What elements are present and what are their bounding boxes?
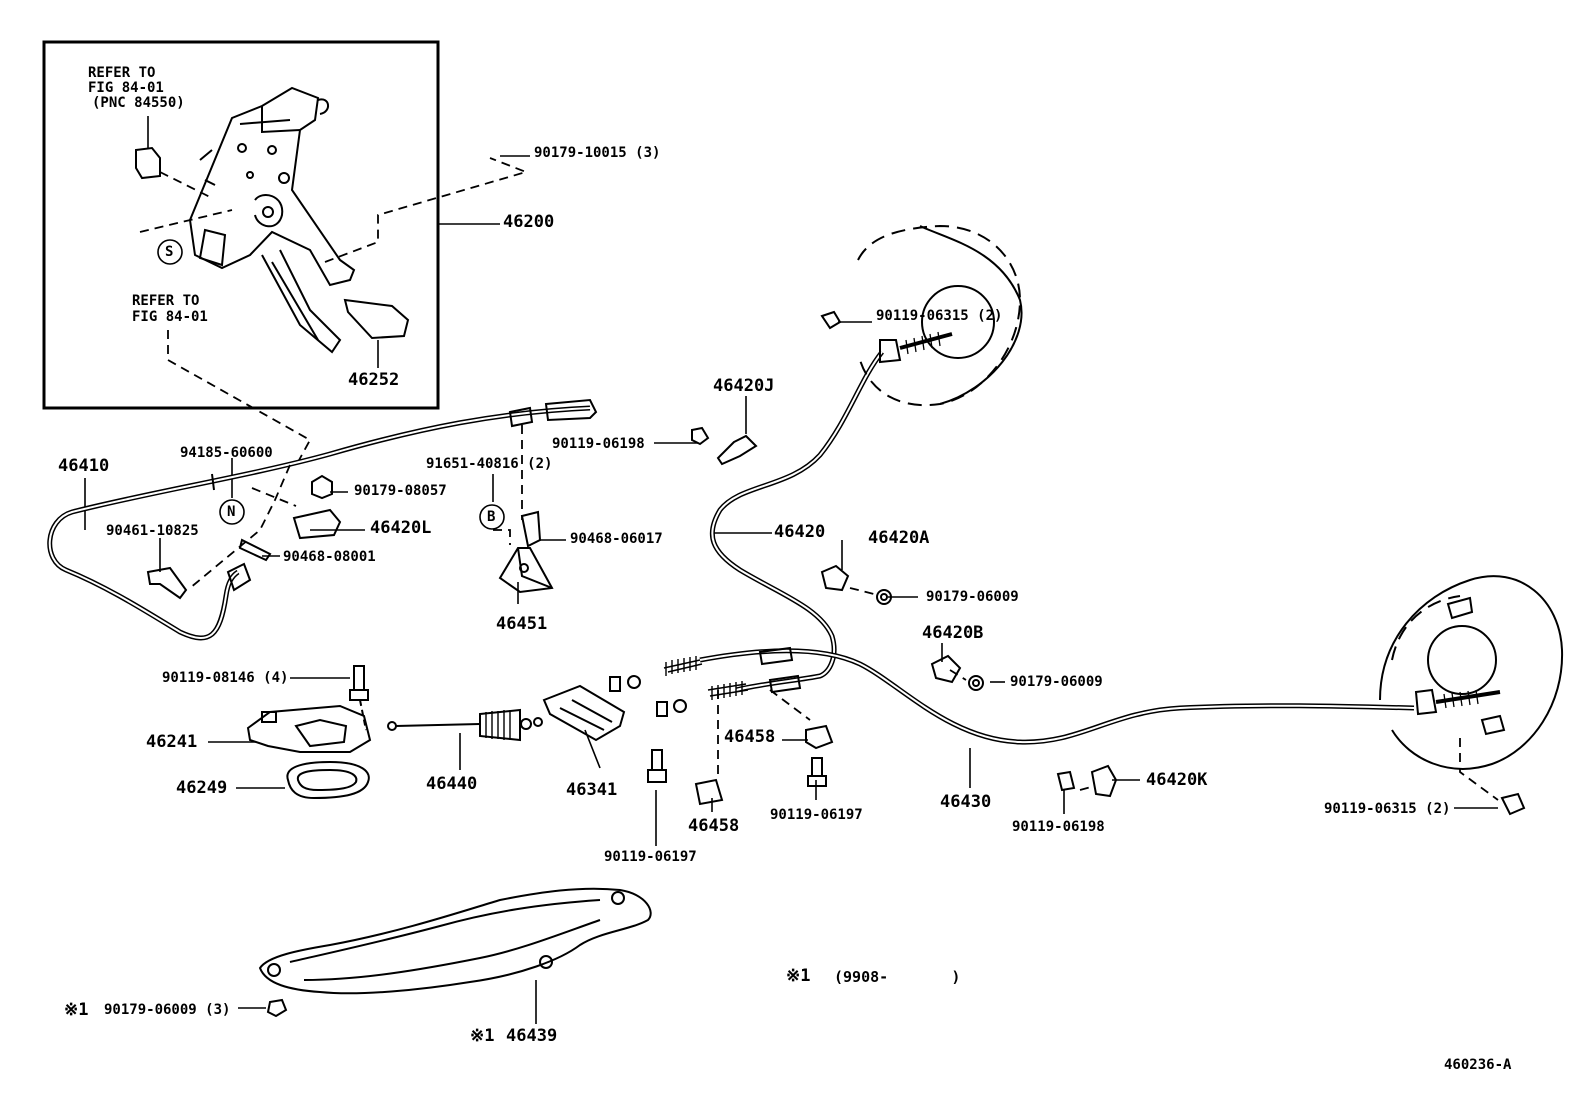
callout-circle-n bbox=[219, 499, 245, 525]
rear-cable bbox=[699, 648, 1415, 745]
part-90179-06009-a[interactable]: 90179-06009 bbox=[926, 589, 1019, 605]
part-46420L[interactable]: 46420L bbox=[370, 518, 432, 538]
part-90119-08146[interactable]: 90119-08146 (4) bbox=[162, 670, 289, 686]
clamp-46420B bbox=[930, 654, 962, 684]
part-90468-06017[interactable]: 90468-06017 bbox=[570, 531, 663, 547]
nut-08057 bbox=[311, 474, 333, 500]
clamp-46420K bbox=[1090, 764, 1118, 798]
backing-plate-lower bbox=[1379, 575, 1564, 770]
mark-1-legend: ※1 bbox=[786, 966, 811, 986]
figure-code: 460236-A bbox=[1444, 1057, 1512, 1073]
part-46241[interactable]: 46241 bbox=[146, 732, 198, 752]
callout-b: B bbox=[487, 509, 496, 525]
part-90119-06198-front[interactable]: 90119-06198 bbox=[552, 436, 645, 452]
protector-46439 bbox=[258, 887, 652, 995]
part-46439[interactable]: 46439 bbox=[506, 1026, 558, 1046]
backing-plate-upper bbox=[857, 224, 1023, 407]
part-46430[interactable]: 46430 bbox=[940, 792, 992, 812]
part-46200[interactable]: 46200 bbox=[503, 212, 555, 232]
clip-08001 bbox=[238, 538, 272, 562]
part-46458-lower[interactable]: 46458 bbox=[688, 816, 740, 836]
part-46458-upper[interactable]: 46458 bbox=[724, 727, 776, 747]
part-90179-06009-b[interactable]: 90179-06009 bbox=[1010, 674, 1103, 690]
callout-n: N bbox=[227, 504, 236, 520]
callout-s: S bbox=[165, 244, 174, 260]
cable-46440 bbox=[395, 723, 481, 727]
boot-46249 bbox=[286, 760, 370, 800]
bracket-46420L bbox=[292, 508, 342, 540]
bracket-46241 bbox=[246, 704, 372, 753]
part-90119-06315-lower[interactable]: 90119-06315 (2) bbox=[1324, 801, 1451, 817]
mark-1-protector: ※1 bbox=[470, 1026, 495, 1046]
clip-46420J bbox=[716, 434, 758, 466]
part-90119-06198-rear[interactable]: 90119-06198 bbox=[1012, 819, 1105, 835]
refer-note-top-1: REFER TO bbox=[88, 65, 156, 81]
part-46341[interactable]: 46341 bbox=[566, 780, 618, 800]
intermediate-cable bbox=[709, 350, 884, 693]
part-46420K[interactable]: 46420K bbox=[1146, 770, 1208, 790]
clip-46458-b bbox=[805, 724, 834, 750]
part-94185-60600[interactable]: 94185-60600 bbox=[180, 445, 273, 461]
lever-grip bbox=[343, 298, 410, 340]
part-90179-08057[interactable]: 90179-08057 bbox=[354, 483, 447, 499]
part-90119-06197-left[interactable]: 90119-06197 bbox=[604, 849, 697, 865]
legend-date-range: (9908- ) bbox=[834, 968, 961, 986]
part-46420B[interactable]: 46420B bbox=[922, 623, 984, 643]
callout-circle-s bbox=[157, 239, 183, 265]
refer-note-top-3: (PNC 84550) bbox=[92, 95, 185, 111]
part-90461-10825[interactable]: 90461-10825 bbox=[106, 523, 199, 539]
grommet-10825 bbox=[146, 566, 188, 600]
clip-06017 bbox=[520, 510, 542, 548]
guide-plate-46341 bbox=[542, 684, 626, 742]
refer-note-bottom-2: FIG 84-01 bbox=[132, 309, 208, 325]
part-46252[interactable]: 46252 bbox=[348, 370, 400, 390]
bolts-06197 bbox=[647, 749, 827, 787]
part-90179-06009-c[interactable]: 90179-06009 (3) bbox=[104, 1002, 231, 1018]
inset-frame bbox=[42, 40, 440, 410]
refer-note-top-2: FIG 84-01 bbox=[88, 80, 164, 96]
part-46420A[interactable]: 46420A bbox=[868, 528, 930, 548]
refer-note-bottom-1: REFER TO bbox=[132, 293, 200, 309]
switch-part bbox=[135, 146, 161, 180]
part-90179-10015[interactable]: 90179-10015 (3) bbox=[534, 145, 661, 161]
mark-1-nut: ※1 bbox=[64, 1000, 89, 1020]
clamp-46420A bbox=[820, 564, 850, 592]
bracket-46451 bbox=[498, 547, 554, 594]
part-46440[interactable]: 46440 bbox=[426, 774, 478, 794]
part-46420J[interactable]: 46420J bbox=[713, 376, 775, 396]
part-90119-06315-upper[interactable]: 90119-06315 (2) bbox=[876, 308, 1003, 324]
part-90468-08001[interactable]: 90468-08001 bbox=[283, 549, 376, 565]
part-90119-06197-right[interactable]: 90119-06197 bbox=[770, 807, 863, 823]
part-46451[interactable]: 46451 bbox=[496, 614, 548, 634]
brake-lever-assembly bbox=[188, 86, 356, 354]
part-46410[interactable]: 46410 bbox=[58, 456, 110, 476]
callout-circle-b bbox=[479, 504, 505, 530]
part-46249[interactable]: 46249 bbox=[176, 778, 228, 798]
part-91651-40816[interactable]: 91651-40816 (2) bbox=[426, 456, 553, 472]
part-46420[interactable]: 46420 bbox=[774, 522, 826, 542]
clip-46458-a bbox=[694, 778, 724, 806]
